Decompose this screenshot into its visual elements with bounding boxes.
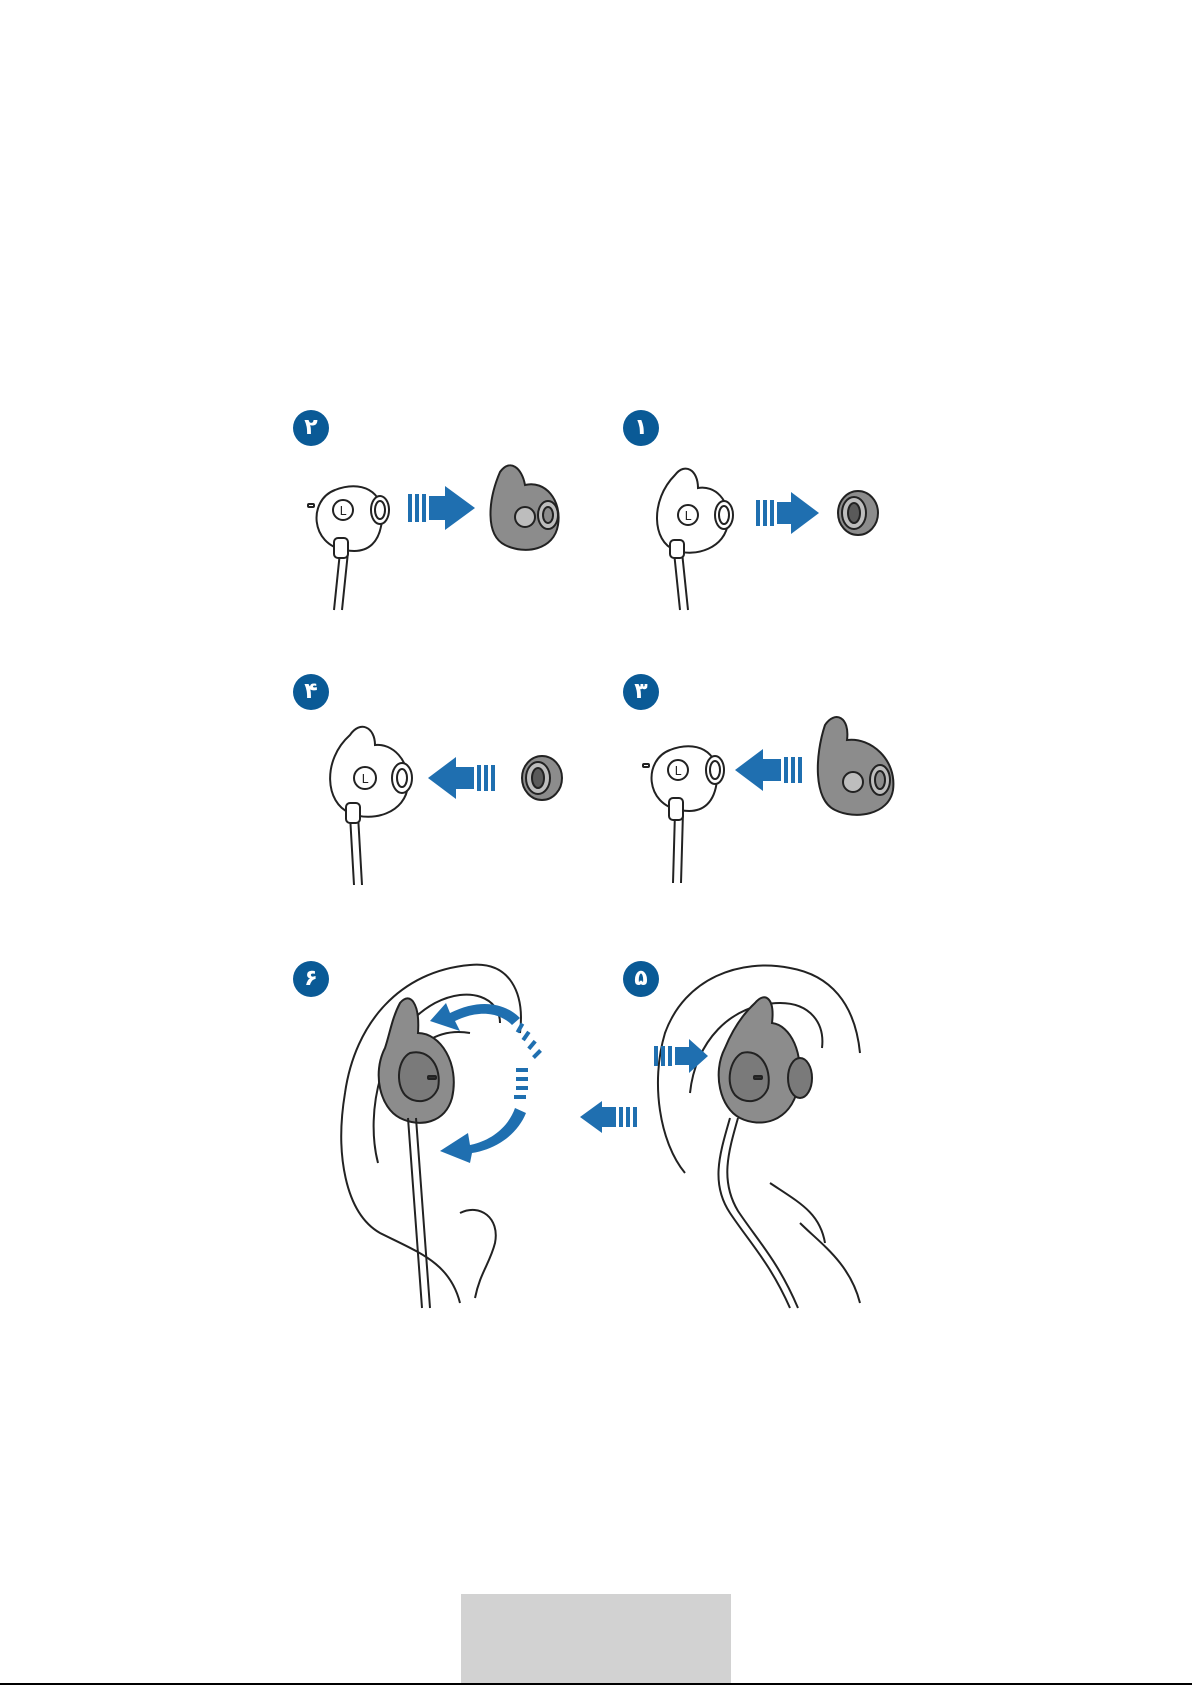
step-5-illustration xyxy=(650,963,880,1308)
arrow-right xyxy=(408,486,475,530)
step-3-illustration: L xyxy=(635,715,905,890)
step-2-badge: ٢ xyxy=(293,410,329,446)
step-4-illustration: L xyxy=(310,715,580,890)
step-3-badge: ٣ xyxy=(623,674,659,710)
ear-tip xyxy=(838,491,878,535)
earbud-with-wingtip xyxy=(330,727,412,885)
earbud-l-marking: L xyxy=(362,772,369,786)
step-1-illustration: L xyxy=(640,460,900,620)
earbud-body xyxy=(643,746,724,883)
ear-tip xyxy=(522,756,562,800)
step-2-illustration: L xyxy=(300,460,580,620)
earbud-in-ear xyxy=(379,998,454,1308)
arrow-left xyxy=(580,1101,637,1133)
footer-box xyxy=(461,1594,731,1685)
earbud-body xyxy=(308,486,389,610)
step-1-badge: ١ xyxy=(623,410,659,446)
arrow-left xyxy=(735,749,802,791)
step-6-badge: ۶ xyxy=(293,961,329,997)
earbud-l-marking: L xyxy=(675,764,682,778)
step-6-illustration xyxy=(340,963,670,1308)
wingtip-gray xyxy=(490,465,558,549)
earbud-in-ear xyxy=(718,997,812,1308)
ear-outline xyxy=(341,965,521,1303)
earbud-with-wingtip xyxy=(657,469,733,610)
wingtip-gray xyxy=(818,717,894,815)
arrow-left xyxy=(428,757,495,799)
earbud-l-marking: L xyxy=(685,509,692,523)
arrow-right xyxy=(756,492,819,534)
step-4-badge: ۴ xyxy=(293,674,329,710)
earbud-l-marking: L xyxy=(340,504,347,518)
